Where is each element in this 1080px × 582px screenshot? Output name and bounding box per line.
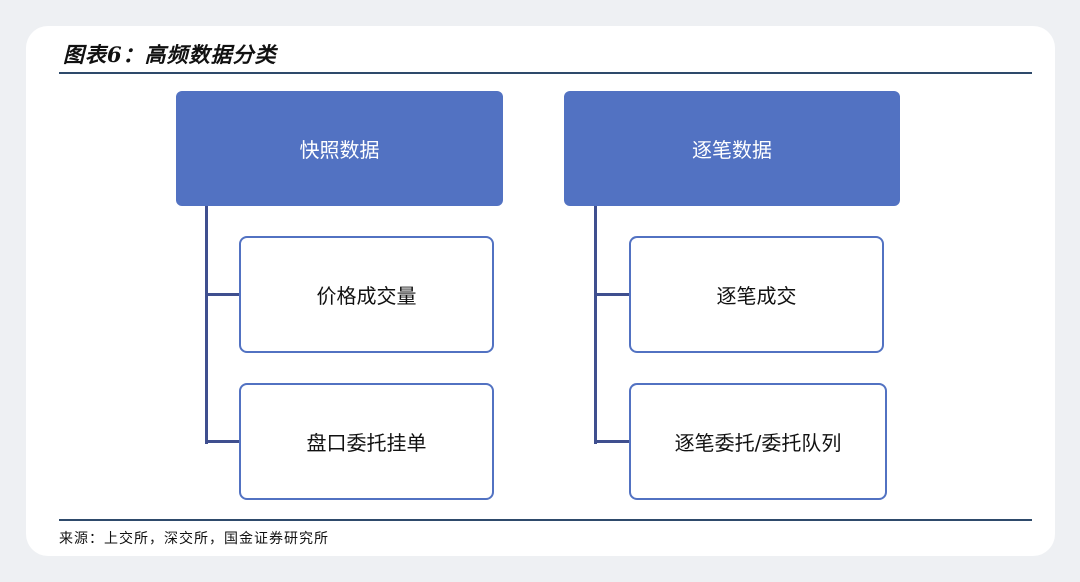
node-tick-data: 逐笔数据 [564,91,900,206]
figure-source: 来源：上交所，深交所，国金证券研究所 [59,531,329,547]
node-tick-orders-queue: 逐笔委托/委托队列 [629,383,887,500]
connector-tick-branch-2 [594,440,630,443]
figure-card: 图表6：高频数据分类 快照数据 价格成交量 盘口委托挂单 逐笔数据 逐笔成交 逐… [26,26,1055,556]
node-order-book: 盘口委托挂单 [239,383,494,500]
connector-snapshot-trunk [205,206,208,444]
connector-tick-trunk [594,206,597,444]
node-tick-trades: 逐笔成交 [629,236,884,353]
node-price-volume: 价格成交量 [239,236,494,353]
node-snapshot-data: 快照数据 [176,91,503,206]
title-divider [59,72,1032,74]
connector-snapshot-branch-2 [205,440,240,443]
figure-title: 图表6：高频数据分类 [63,42,277,67]
connector-tick-branch-1 [594,293,630,296]
source-divider [59,519,1032,521]
connector-snapshot-branch-1 [205,293,240,296]
